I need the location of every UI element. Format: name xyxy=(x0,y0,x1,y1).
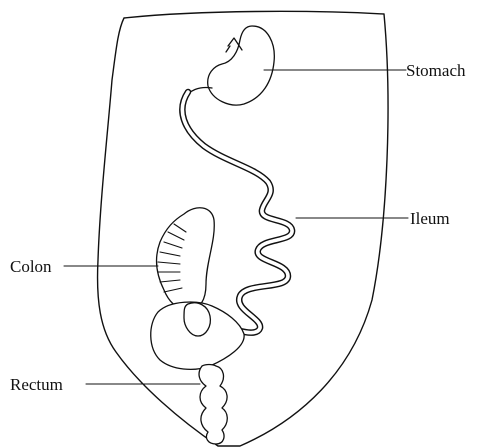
rectum-label: Rectum xyxy=(10,375,63,394)
ileum-label: Ileum xyxy=(410,209,450,228)
colon-organ xyxy=(157,208,215,310)
stomach-organ xyxy=(184,26,274,105)
stomach-label: Stomach xyxy=(406,61,466,80)
rectum-organ xyxy=(199,365,227,445)
caecum-organ xyxy=(151,302,244,369)
colon-label: Colon xyxy=(10,257,52,276)
